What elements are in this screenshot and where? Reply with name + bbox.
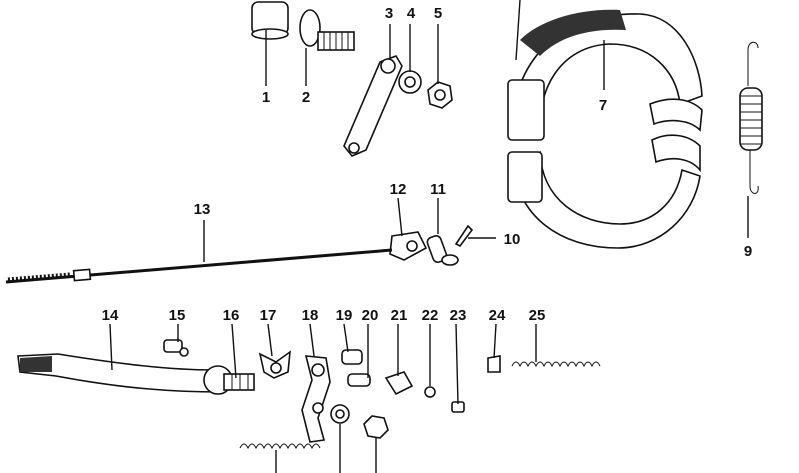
label-25: 25: [529, 307, 546, 324]
part-5-nut: [427, 81, 453, 109]
label-22: 22: [422, 307, 439, 324]
label-14: 14: [102, 307, 119, 324]
label-2: 2: [302, 89, 310, 106]
part-19-sleeve: [341, 349, 363, 365]
part-7-brake-shoes: [507, 9, 703, 249]
label-7: 7: [599, 97, 607, 114]
part-2-shaft: [299, 9, 355, 51]
part-12-clevis: [389, 231, 428, 261]
label-12: 12: [390, 181, 407, 198]
label-19: 19: [336, 307, 353, 324]
label-9: 9: [744, 243, 752, 260]
part-bottom-nut: [363, 415, 389, 439]
label-18: 18: [302, 307, 319, 324]
part-3-lever-arm: [343, 55, 403, 157]
part-bottom-spring: [239, 443, 321, 450]
label-20: 20: [362, 307, 379, 324]
label-13: 13: [194, 201, 211, 218]
part-15-grease-nipple: [163, 339, 189, 357]
label-24: 24: [489, 307, 506, 324]
label-11: 11: [430, 181, 446, 198]
part-17-wing-nut: [258, 350, 291, 379]
part-25-coil-spring: [511, 361, 601, 368]
part-11-clevis-pin: [426, 234, 459, 266]
part-14-brake-pedal: [17, 353, 233, 395]
part-20-sleeve: [347, 373, 371, 387]
part-10-split-pin: [454, 224, 474, 248]
part-bottom-washer: [330, 404, 350, 424]
label-21: 21: [391, 307, 408, 324]
label-5: 5: [434, 5, 442, 22]
part-9-spring: [739, 41, 763, 194]
part-21-bracket: [384, 371, 414, 396]
leader-lines: [109, 0, 749, 473]
part-16-pivot-bolt: [223, 373, 255, 391]
label-3: 3: [385, 5, 393, 22]
label-15: 15: [169, 307, 186, 324]
label-16: 16: [223, 307, 240, 324]
label-10: 10: [504, 231, 521, 248]
part-18-lever: [301, 355, 331, 443]
part-22-washer: [424, 386, 436, 398]
part-13-brake-rod: [5, 248, 393, 284]
part-4-lock-washer: [398, 70, 422, 94]
label-4: 4: [407, 5, 416, 22]
part-24-clip: [487, 355, 501, 373]
label-23: 23: [450, 307, 467, 324]
label-1: 1: [262, 89, 270, 106]
label-17: 17: [260, 307, 277, 324]
part-1-bushing: [251, 1, 289, 40]
